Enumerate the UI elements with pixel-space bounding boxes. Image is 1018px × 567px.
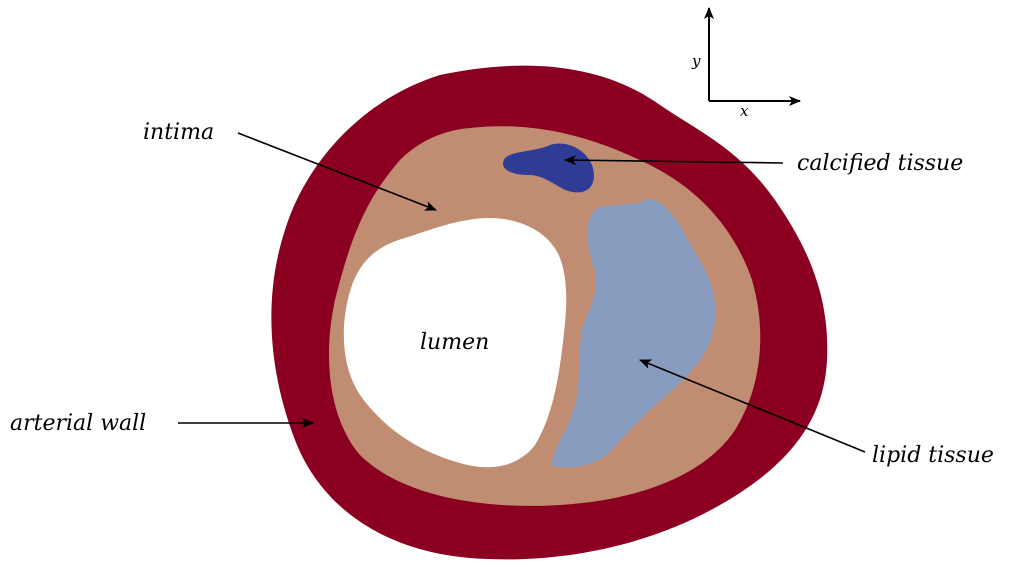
lumen-label: lumen [420, 330, 489, 355]
calcified-tissue-label: calcified tissue [797, 151, 963, 176]
intima-label: intima [143, 120, 214, 145]
coordinate-axes: y x [691, 8, 800, 120]
y-axis-label: y [691, 52, 701, 70]
arterial-wall-label: arterial wall [10, 411, 146, 436]
x-axis-label: x [740, 102, 749, 120]
lipid-tissue-label: lipid tissue [872, 443, 994, 468]
